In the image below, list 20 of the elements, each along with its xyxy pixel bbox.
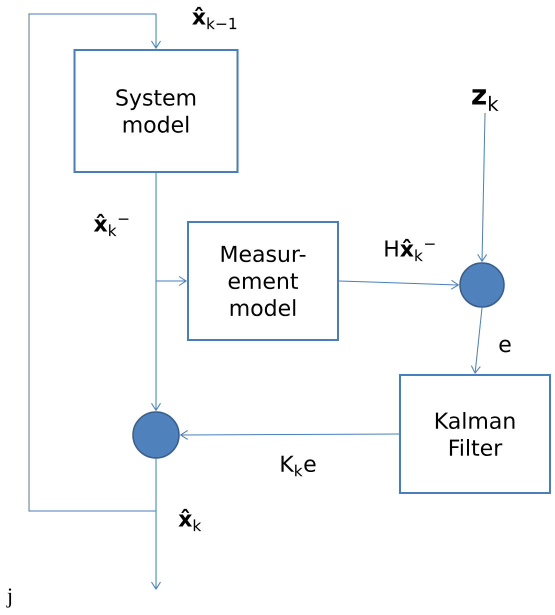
edge-label: x̂$_{k−1}$ <box>190 6 240 30</box>
arrow <box>180 430 400 440</box>
edge-label: Hx̂$_{k}$− <box>382 238 438 262</box>
arrow <box>151 458 161 590</box>
summing-circle <box>132 411 180 459</box>
edge-label: x̂$_{k}$− <box>92 212 132 238</box>
summing-circle <box>459 262 505 308</box>
edge-label: x̂$_{k}$ <box>177 508 203 532</box>
arrow <box>156 172 187 286</box>
arrow <box>470 307 482 374</box>
arrow <box>338 280 460 290</box>
note: j <box>6 588 12 608</box>
process-box: Measur- ement model <box>187 221 339 341</box>
arrow <box>477 112 488 262</box>
arrow <box>28 14 161 512</box>
process-box: System model <box>74 49 238 173</box>
edge-label: K$_{k}$e <box>278 454 318 478</box>
edge-label: e <box>497 338 513 354</box>
input-label: z$_{k}$ <box>472 89 499 111</box>
process-box: Kalman Filter <box>399 374 551 494</box>
